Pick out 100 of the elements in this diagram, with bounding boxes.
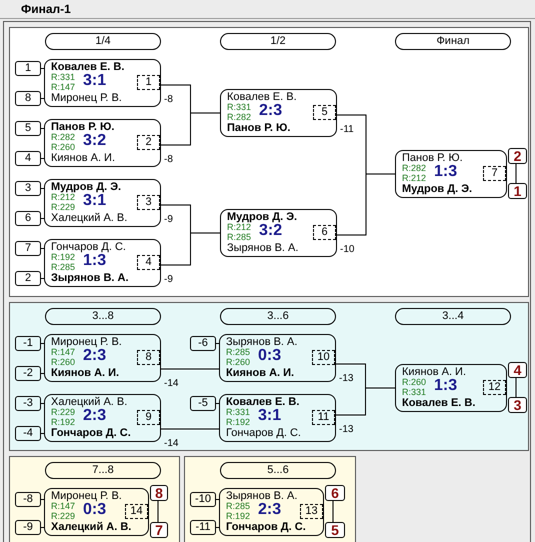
player-name: Киянов А. И. (51, 367, 120, 379)
match-number-box: 14 (125, 504, 148, 519)
loser-label: -9 (164, 274, 173, 285)
seed-box: -4 (15, 426, 41, 441)
rating: R:331 (227, 103, 252, 112)
rating: R:282 (402, 164, 426, 173)
seed-box: -3 (15, 396, 41, 411)
player-name: Миронец Р. В. (51, 92, 122, 104)
loser-label: -9 (164, 214, 173, 225)
bracket-line (216, 499, 220, 500)
seed-box: 2 (15, 271, 41, 286)
round-header: 3...6 (220, 308, 336, 325)
bracket-line (40, 373, 44, 374)
place-box: 5 (325, 522, 345, 538)
bracket-line (40, 158, 44, 159)
rating: R:192 (226, 418, 250, 427)
score: 1:3 (434, 163, 458, 181)
bracket-line (40, 68, 44, 69)
match-number-box: 2 (137, 135, 160, 150)
rating: R:282 (227, 113, 252, 122)
player-name: Ковалев Е. В. (227, 91, 297, 103)
player-name: Панов Р. Ю. (227, 122, 290, 134)
player-name: Киянов А. И. (226, 367, 294, 379)
match-card (44, 179, 161, 227)
loser-label: -14 (164, 438, 178, 449)
bracket-line (40, 188, 44, 189)
score: 2:3 (83, 347, 106, 365)
bracket-line (40, 218, 44, 219)
player-name: Киянов А. И. (402, 366, 466, 378)
match-number-box: 5 (313, 105, 336, 120)
bracket-line (40, 433, 44, 434)
rating: R:147 (51, 83, 76, 92)
match-card (44, 239, 161, 287)
rating: R:285 (227, 233, 252, 242)
match-number-box: 9 (137, 410, 160, 425)
match-number-box: 10 (312, 350, 335, 365)
place-box: 7 (150, 522, 168, 538)
player-name: Зырянов В. А. (227, 242, 298, 254)
rating: R:192 (226, 512, 250, 521)
rating: R:212 (227, 223, 252, 232)
player-name: Гончаров Д. С. (226, 521, 306, 533)
round-header: 3...4 (395, 308, 511, 325)
player-name: Ковалев Е. В. (226, 396, 300, 408)
bracket-line (40, 499, 44, 500)
match-card (395, 364, 507, 412)
match-card (219, 334, 336, 382)
rating: R:212 (402, 174, 426, 183)
match-number-box: 1 (137, 75, 160, 90)
player-name: Панов Р. Ю. (402, 152, 463, 164)
player-name: Киянов А. И. (51, 152, 116, 164)
bracket-line (336, 174, 396, 236)
match-card (44, 394, 161, 442)
player-name: Зырянов В. А. (51, 272, 129, 284)
score: 0:3 (83, 501, 106, 519)
match-card (219, 488, 324, 536)
seed-box: 1 (15, 61, 41, 76)
player-name: Зырянов В. А. (226, 490, 298, 502)
score: 3:1 (258, 407, 282, 425)
place-box: 6 (325, 485, 345, 501)
seed-box: -1 (15, 336, 41, 351)
bracket-line (160, 232, 220, 266)
loser-label: -8 (164, 154, 173, 165)
rating: R:192 (51, 253, 76, 262)
match-number-box: 8 (137, 350, 160, 365)
seed-box: -6 (190, 336, 216, 351)
bracket-line (332, 500, 334, 522)
match-number-box: 11 (312, 410, 335, 425)
match-card (44, 59, 161, 107)
match-number-box: 3 (137, 195, 160, 210)
score: 2:3 (259, 102, 282, 120)
bracket-line (40, 278, 44, 279)
player-name: Гончаров Д. С. (51, 427, 131, 439)
rating: R:285 (226, 502, 250, 511)
match-card (395, 150, 507, 198)
place-box: 2 (508, 148, 527, 164)
rating: R:260 (226, 358, 250, 367)
match-number-box: 4 (137, 255, 160, 270)
match-number-box: 13 (300, 504, 323, 519)
bracket-line (216, 343, 220, 344)
loser-label: -13 (339, 373, 354, 384)
seed-box: 7 (15, 241, 41, 256)
loser-label: -10 (340, 244, 354, 255)
bracket-line (40, 248, 44, 249)
rating: R:285 (51, 263, 76, 272)
rating: R:229 (51, 512, 76, 521)
rating: R:212 (51, 193, 76, 202)
round-header: 1/2 (220, 33, 336, 50)
round-header: 3...8 (45, 308, 161, 325)
player-name: Халецкий А. В. (51, 521, 132, 533)
seed-box: 4 (15, 151, 41, 166)
bracket-line (40, 343, 44, 344)
rating: R:260 (51, 358, 76, 367)
bracket-panel (184, 456, 356, 542)
seed-box: -11 (190, 520, 216, 535)
bracket-panel (9, 27, 529, 297)
round-header: 5...6 (220, 462, 336, 479)
loser-label: -13 (339, 424, 354, 435)
match-card (44, 488, 149, 536)
score: 2:3 (258, 501, 282, 519)
rating: R:260 (51, 143, 76, 152)
